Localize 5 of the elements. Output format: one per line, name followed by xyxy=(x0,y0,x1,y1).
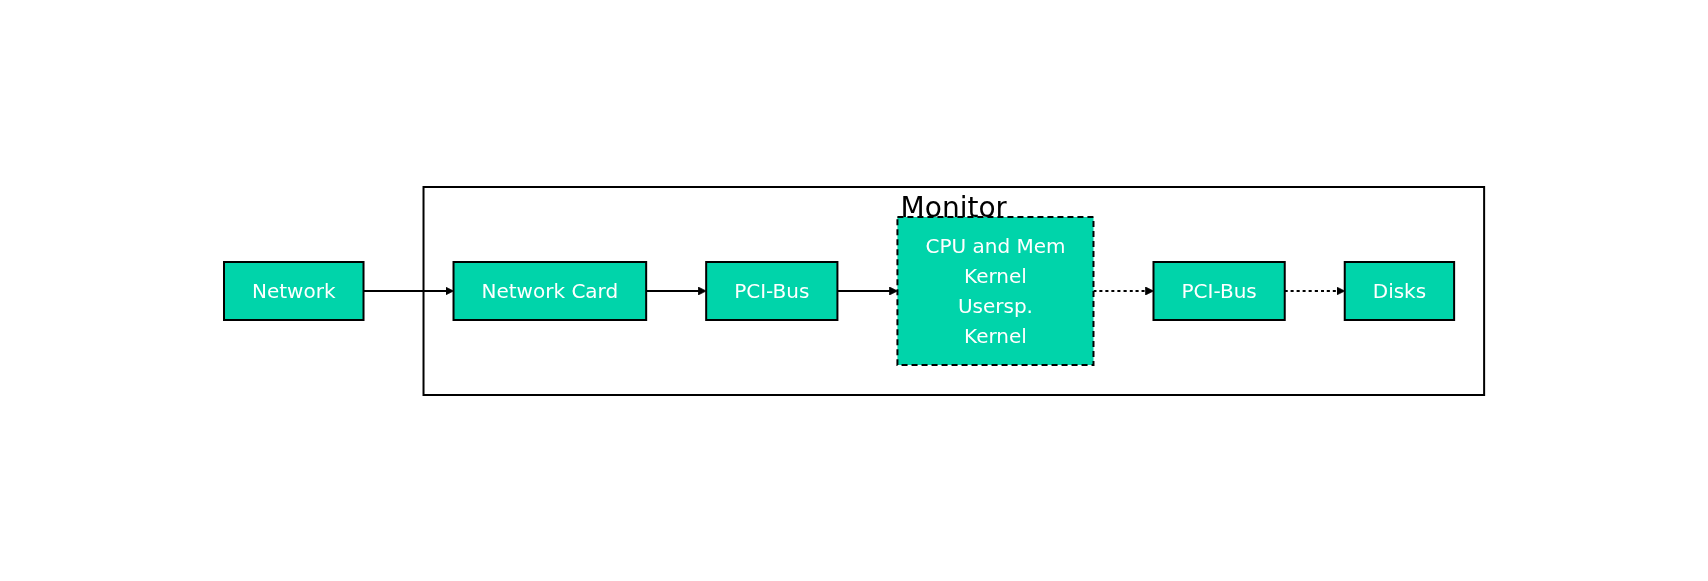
node-box: PCI-Bus xyxy=(705,260,839,321)
node-box: Disks xyxy=(1343,260,1456,321)
node-box: PCI-Bus xyxy=(1152,260,1286,321)
node-box: Network Card xyxy=(452,260,648,321)
node-box: Network xyxy=(222,260,365,321)
